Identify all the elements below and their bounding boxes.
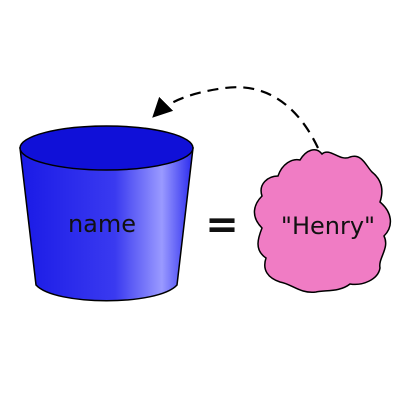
value-blob: "Henry" — [253, 149, 392, 293]
bucket-label: name — [68, 210, 136, 238]
equals-sign: = — [205, 202, 239, 248]
bucket: name — [19, 125, 194, 302]
bucket-body — [19, 147, 194, 302]
value-label: "Henry" — [281, 212, 375, 240]
bucket-rim — [19, 125, 194, 171]
blob-shape — [253, 149, 392, 293]
assignment-arrow — [152, 86, 319, 149]
